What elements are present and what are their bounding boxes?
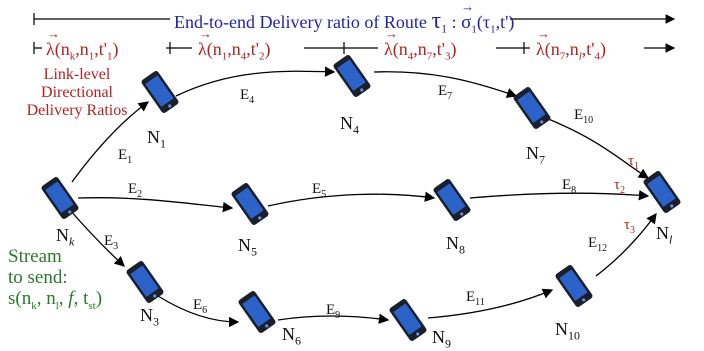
link-ratio-1: →λ(nk,n1,t'1) (46, 26, 119, 63)
node-label-n8: N8 (446, 233, 465, 257)
tau-label-1: τ1 (628, 153, 640, 172)
tau-symbol: τ (431, 8, 442, 34)
edge-label-e9: E9 (326, 302, 341, 321)
edge-e8 (469, 190, 650, 201)
tau-label-2: τ2 (614, 177, 626, 196)
phone-icon-n8 (433, 179, 471, 221)
edge-e7 (373, 71, 518, 98)
stream-note: Stream to send: s(nk, nl, f, tst) (8, 246, 102, 317)
edge-label-e1: E1 (118, 147, 133, 166)
stream-note-line-1: Stream (8, 246, 62, 267)
node-label-n10: N10 (555, 319, 580, 343)
node-label-n3: N3 (140, 305, 159, 329)
stream-note-line-3: s(nk, nl, f, tst) (8, 288, 103, 312)
edge-e2 (77, 197, 234, 213)
edge-label-e2: E2 (128, 181, 143, 200)
link-ratio-4: →λ(n7,nl,t'4) (536, 26, 607, 63)
node-label-n1: N1 (147, 127, 166, 151)
edge-label-e5: E5 (312, 181, 327, 200)
edge-label-e11: E11 (466, 289, 485, 308)
edge-e12 (595, 212, 657, 277)
edge-e11 (427, 288, 554, 319)
edge-e5 (267, 191, 436, 207)
phone-icon-n7 (513, 87, 551, 129)
stream-note-line-2: to send: (8, 267, 68, 288)
link-ratio-3: →λ(n4,n7,t'3) (384, 26, 457, 63)
phone-icon-n9 (389, 299, 427, 341)
edge-e3 (69, 209, 125, 267)
phone-icon-n4 (333, 55, 371, 97)
edge-label-e6: E6 (193, 297, 208, 316)
link-ratio-2: →λ(n1,n4,t'2) (198, 26, 271, 63)
phone-icon-nl (643, 171, 681, 213)
phone-icon-n5 (231, 183, 269, 225)
side-note-line-3: Delivery Ratios (26, 102, 128, 119)
node-label-nk: Nk (56, 225, 75, 249)
node-label-n6: N6 (282, 324, 301, 348)
edge-e6 (157, 295, 240, 328)
edge-label-e10: E10 (574, 107, 594, 126)
node-label-nl: Nl (656, 223, 673, 247)
edge-label-e3: E3 (104, 233, 119, 252)
phone-icon-n3 (126, 261, 164, 303)
node-label-n9: N9 (432, 327, 451, 351)
side-note-line-2: Directional (41, 84, 113, 101)
phone-icon-nk (41, 177, 79, 219)
node-label-n7: N7 (526, 143, 545, 167)
tau-label-3: τ3 (624, 217, 636, 236)
route-title: End-to-end Delivery ratio of Route τ1 : … (174, 0, 515, 36)
edge-e4 (175, 66, 336, 97)
edge-e9 (277, 313, 390, 324)
edge-label-e8: E8 (562, 177, 577, 196)
edge-label-e12: E12 (588, 235, 608, 254)
phone-icon-n6 (238, 291, 276, 333)
side-note-line-1: Link-level (43, 66, 111, 83)
edge-e10 (545, 117, 650, 179)
edge-label-e7: E7 (438, 83, 453, 102)
phone-icon-n10 (555, 265, 593, 307)
side-note: Link-level Directional Delivery Ratios (18, 66, 136, 120)
phone-icon-n1 (141, 71, 179, 113)
edge-e1 (71, 101, 150, 183)
edge-label-e4: E4 (240, 87, 255, 106)
node-label-n5: N5 (238, 235, 257, 259)
node-label-n4: N4 (340, 113, 359, 137)
